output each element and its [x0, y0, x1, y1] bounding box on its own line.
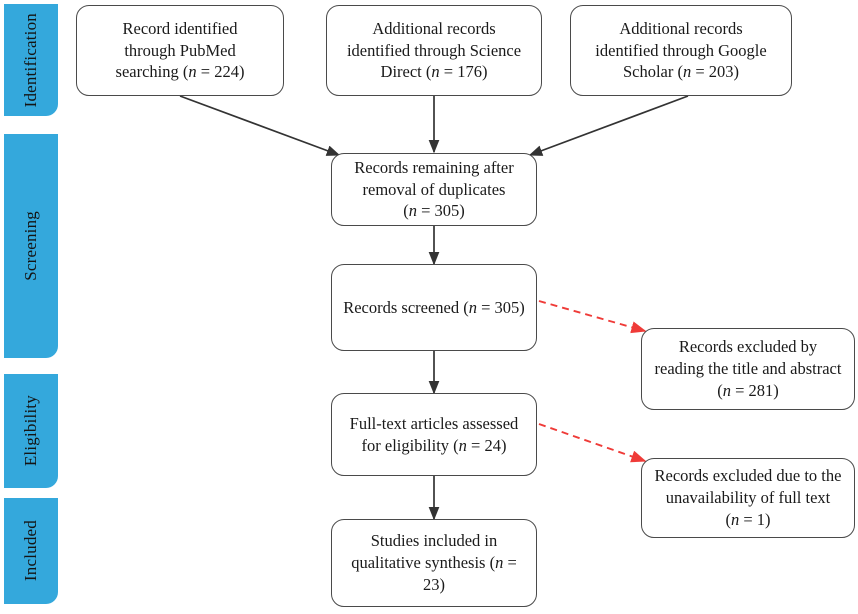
stage-tab-identification-label: Identification: [21, 12, 40, 108]
stage-tab-screening-label: Screening: [21, 211, 40, 281]
stage-tab-included-label: Included: [21, 520, 40, 582]
connector-scholar-to-duplicates: [528, 95, 689, 156]
connector-screened-to-excluded-title: [538, 300, 647, 334]
flow-box-records-screened-text: Records screened (n = 305): [343, 297, 525, 317]
stage-tab-eligibility-label: Eligibility: [21, 395, 40, 467]
stage-tab-identification: Identification: [4, 4, 58, 116]
stage-tab-eligibility: Eligibility: [4, 374, 58, 488]
connector-pubmed-to-duplicates: [179, 95, 341, 156]
stage-tab-screening: Screening: [4, 134, 58, 358]
flow-box-records-screened: Records screened (n = 305): [331, 264, 537, 351]
connector-fulltext-to-excluded-unavailable: [538, 423, 647, 463]
stage-tab-included: Included: [4, 498, 58, 604]
